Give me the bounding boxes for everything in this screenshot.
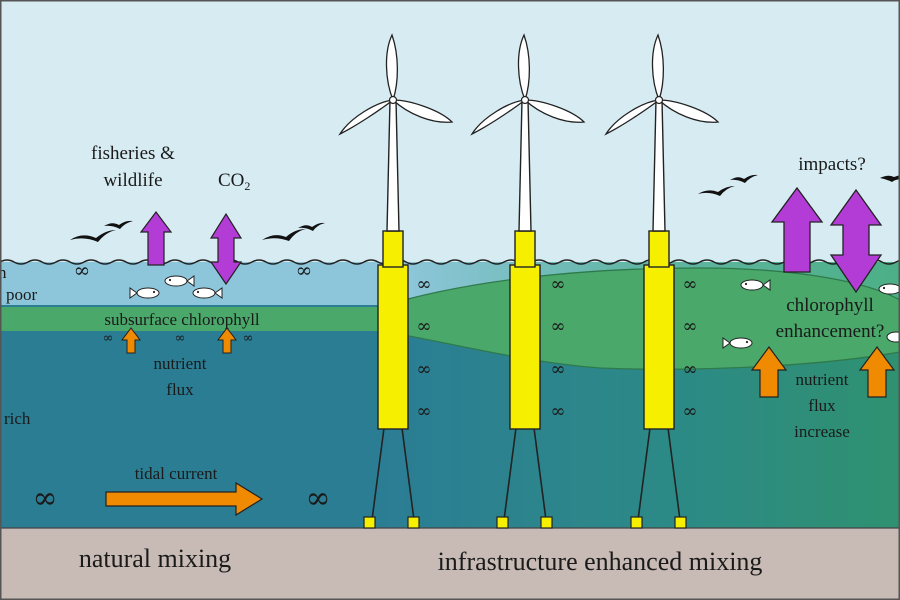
turbulence-symbol: ∞	[175, 331, 186, 346]
turbulence-symbol: ∞	[417, 359, 432, 380]
bird-icon	[698, 186, 735, 196]
turbulence-symbol: ∞	[243, 331, 254, 346]
arrow-right-icon	[105, 481, 264, 517]
turbulence-symbol: ∞	[683, 359, 698, 380]
nutrient-flux-label-line2: flux	[166, 380, 194, 399]
subsurface-chlorophyll-label: subsurface chlorophyll	[104, 310, 260, 329]
poor-label: poor	[6, 285, 38, 304]
co2-label: CO2	[218, 170, 250, 193]
turbulence-symbol: ∞	[417, 401, 432, 422]
sky	[0, 0, 900, 262]
turbulence-symbol: ∞	[306, 481, 331, 516]
nutrient-increase-line3: increase	[794, 422, 850, 441]
fish-icon	[878, 283, 900, 295]
bird-icon	[70, 230, 116, 242]
fish-icon	[722, 337, 753, 349]
bird-icon	[262, 229, 306, 241]
turbulence-symbol: ∞	[296, 258, 313, 282]
fish-icon	[164, 275, 195, 287]
turbulence-symbol: ∞	[683, 274, 698, 295]
fisheries-label-line1: fisheries &	[91, 143, 175, 164]
turbulence-symbol: ∞	[551, 359, 566, 380]
fish-icon	[886, 331, 900, 343]
arrow-up-icon	[858, 345, 896, 398]
arrow-up-icon	[121, 327, 141, 354]
nutrient-flux-label-line1: nutrient	[154, 354, 207, 373]
turbulence-symbol: ∞	[33, 481, 58, 516]
bird-icon	[880, 175, 900, 182]
seabed	[0, 528, 900, 600]
turbulence-symbol: ∞	[551, 274, 566, 295]
bird-icon	[730, 174, 758, 183]
rich-label: rich	[4, 409, 31, 428]
nutrient-increase-line1: nutrient	[796, 370, 849, 389]
wind-turbine-icon	[338, 33, 454, 529]
chlorophyll-band-natural	[0, 307, 380, 331]
bird-icon	[298, 222, 325, 231]
wind-turbine-icon	[604, 33, 720, 529]
turbulence-symbol: ∞	[683, 316, 698, 337]
turbulence-symbol: ∞	[417, 316, 432, 337]
turbulence-symbol: ∞	[74, 258, 91, 282]
turbulence-symbol: ∞	[551, 401, 566, 422]
arrow-up-icon	[139, 211, 173, 266]
impacts-label: impacts?	[798, 154, 866, 175]
turbulence-symbol: ∞	[103, 331, 114, 346]
tidal-current-label: tidal current	[135, 464, 218, 483]
infrastructure-mixing-label: infrastructure enhanced mixing	[438, 547, 763, 576]
arrow-up-icon	[770, 186, 824, 273]
n-partial-label: n	[0, 263, 7, 282]
turbulence-symbol: ∞	[683, 401, 698, 422]
chlorophyll-lens-outline	[379, 267, 900, 370]
bird-icon	[104, 220, 133, 229]
chlorophyll-enhancement-line1: chlorophyll	[786, 295, 874, 316]
fish-icon	[740, 279, 771, 291]
turbulence-symbol: ∞	[551, 316, 566, 337]
arrow-up-icon	[750, 345, 788, 398]
chlorophyll-enhancement-line2: enhancement?	[776, 321, 885, 342]
nutrient-increase-line2: flux	[808, 396, 836, 415]
fish-icon	[129, 287, 160, 299]
natural-mixing-label: natural mixing	[79, 544, 231, 573]
double-arrow-icon	[209, 212, 243, 286]
fish-icon	[192, 287, 223, 299]
turbulence-symbol: ∞	[417, 274, 432, 295]
arrow-up-icon	[217, 327, 237, 354]
double-arrow-icon	[829, 188, 883, 294]
fisheries-label-line2: wildlife	[103, 170, 162, 191]
wind-turbine-icon	[470, 33, 586, 529]
